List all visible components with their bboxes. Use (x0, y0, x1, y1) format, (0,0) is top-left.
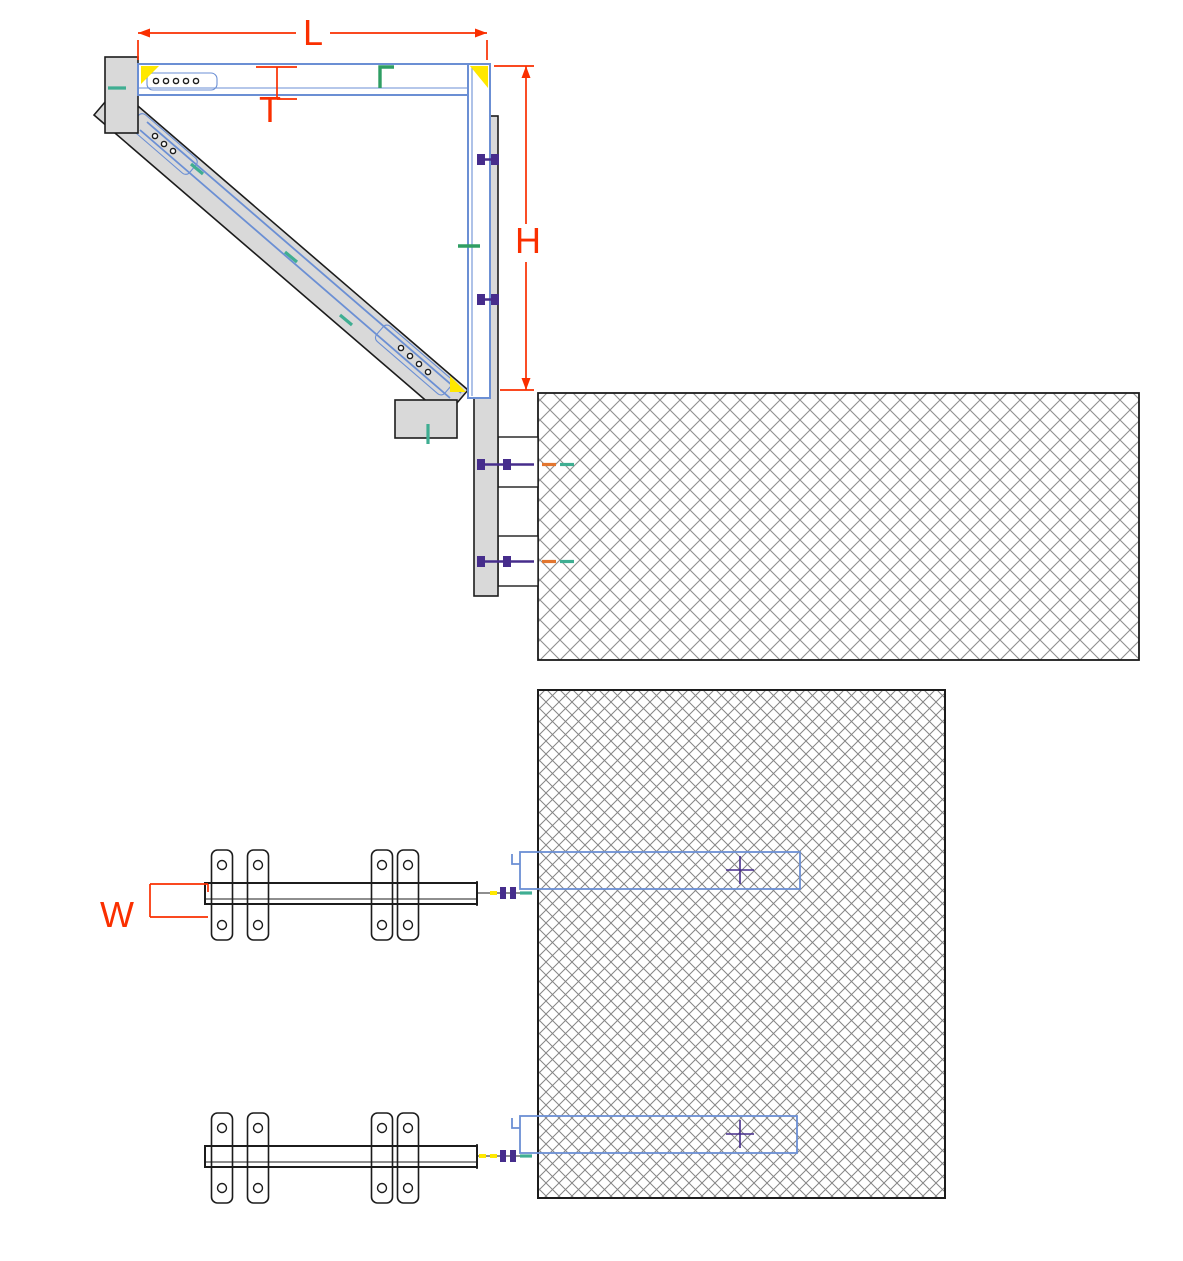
beam-upper (204, 882, 478, 905)
beam-assembly-upper (204, 849, 532, 941)
anchor-plate (104, 56, 139, 134)
weld-marks (108, 65, 488, 444)
wall-section-elevation (537, 392, 1140, 661)
bottom-gusset (394, 399, 458, 439)
bolt-plates-lower (210, 1112, 420, 1204)
beam-connection-lower (479, 1150, 532, 1162)
bolt-plates-upper (210, 849, 420, 941)
top-chord-bolt-holes (152, 77, 200, 85)
dimension-L: L (137, 12, 488, 60)
beam-assembly-lower (204, 1112, 532, 1204)
dimension-H: H (494, 65, 541, 391)
diagonal-bolt-holes (151, 132, 432, 376)
bolt (477, 154, 499, 165)
bolt (477, 556, 574, 567)
beam-lower (204, 1145, 478, 1168)
plan-view: W (100, 689, 946, 1204)
dimension-H-label: H (515, 220, 541, 261)
dimension-W: W (100, 883, 209, 935)
embedded-channel-upper (511, 851, 801, 890)
dimension-T: T (256, 66, 297, 130)
bolt (477, 459, 574, 470)
bolt (477, 294, 499, 305)
dimension-W-label: W (100, 894, 134, 935)
vertical-member (467, 63, 491, 399)
embedded-channel-lower (511, 1115, 798, 1154)
anchor-cross-lower (726, 1120, 754, 1148)
wall-section-plan (537, 689, 946, 1199)
dimension-L-label: L (303, 12, 323, 53)
anchor-bolts-elevation (477, 154, 574, 567)
beam-connection-upper (490, 887, 532, 899)
clip-angles (497, 436, 539, 587)
diagonal-brace-member (92, 86, 470, 419)
top-chord-member (137, 63, 489, 96)
dimension-T-label: T (259, 89, 281, 130)
anchor-cross-upper (726, 856, 754, 884)
elevation-view: L T H (92, 12, 1140, 661)
